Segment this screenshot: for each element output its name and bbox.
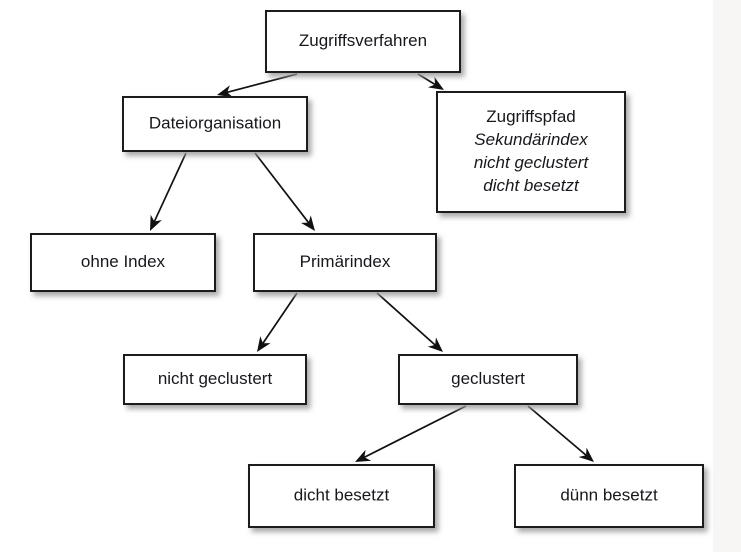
node-label-zugriffspfad-line-1: Zugriffspfad (486, 107, 575, 126)
node-label-zugriffspfad-line-4: dicht besetzt (483, 176, 580, 195)
arrowhead-icon (150, 214, 162, 231)
edge-zugriffsverfahren-to-dateiorganisation (217, 73, 298, 98)
node-label-duenn-besetzt: dünn besetzt (560, 485, 658, 504)
node-box-dicht-besetzt[interactable] (248, 464, 435, 528)
node-dicht-besetzt[interactable]: dicht besetzt (248, 464, 435, 528)
node-box-dateiorganisation[interactable] (122, 96, 308, 152)
node-label-ohne-index: ohne Index (81, 252, 166, 271)
edge-line (527, 405, 587, 457)
edge-line (417, 73, 436, 86)
node-ohne-index[interactable]: ohne Index (30, 233, 216, 292)
arrowhead-icon (217, 85, 234, 98)
node-label-geclustert: geclustert (451, 369, 525, 388)
node-box-geclustert[interactable] (398, 354, 578, 405)
node-box-duenn-besetzt[interactable] (514, 464, 704, 528)
edge-geclustert-to-duenn-besetzt (527, 405, 594, 462)
edge-line (226, 73, 298, 94)
edge-zugriffsverfahren-to-zugriffspfad (417, 73, 444, 90)
node-label-zugriffsverfahren: Zugriffsverfahren (299, 31, 427, 50)
edge-line (254, 152, 310, 224)
arrowhead-icon (427, 337, 443, 352)
node-label-dateiorganisation: Dateiorganisation (149, 113, 281, 132)
node-box-primaerindex[interactable] (253, 233, 437, 292)
node-box-ohne-index[interactable] (30, 233, 216, 292)
edge-dateiorganisation-to-ohne-index (150, 152, 187, 231)
arrowhead-icon (355, 449, 372, 462)
node-label-nicht-geclustert: nicht geclustert (158, 369, 273, 388)
edge-primaerindex-to-geclustert (376, 292, 443, 352)
edge-line (261, 292, 298, 345)
node-box-zugriffsverfahren[interactable] (265, 10, 461, 73)
node-label-zugriffspfad-line-2: Sekundärindex (474, 130, 588, 149)
node-label-zugriffspfad-line-3: nicht geclustert (474, 153, 590, 172)
node-zugriffsverfahren[interactable]: Zugriffsverfahren (265, 10, 461, 73)
edge-line (376, 292, 437, 346)
node-nicht-geclustert[interactable]: nicht geclustert (123, 354, 307, 405)
arrowhead-icon (427, 76, 444, 90)
edge-dateiorganisation-to-primaerindex (254, 152, 315, 231)
arrowhead-icon (257, 336, 271, 352)
node-dateiorganisation[interactable]: Dateiorganisation (122, 96, 308, 152)
node-label-primaerindex: Primärindex (300, 252, 391, 271)
node-duenn-besetzt[interactable]: dünn besetzt (514, 464, 704, 528)
node-box-nicht-geclustert[interactable] (123, 354, 307, 405)
arrowhead-icon (300, 215, 315, 231)
edge-geclustert-to-dicht-besetzt (355, 405, 467, 462)
edges-layer (150, 73, 594, 462)
node-label-dicht-besetzt: dicht besetzt (294, 485, 390, 504)
node-primaerindex[interactable]: Primärindex (253, 233, 437, 292)
edge-primaerindex-to-nicht-geclustert (257, 292, 298, 352)
edge-line (363, 405, 467, 459)
node-box-zugriffspfad[interactable] (436, 91, 626, 213)
page-margin-strip (713, 0, 741, 552)
edge-line (153, 152, 187, 223)
node-geclustert[interactable]: geclustert (398, 354, 578, 405)
arrowhead-icon (578, 447, 594, 462)
